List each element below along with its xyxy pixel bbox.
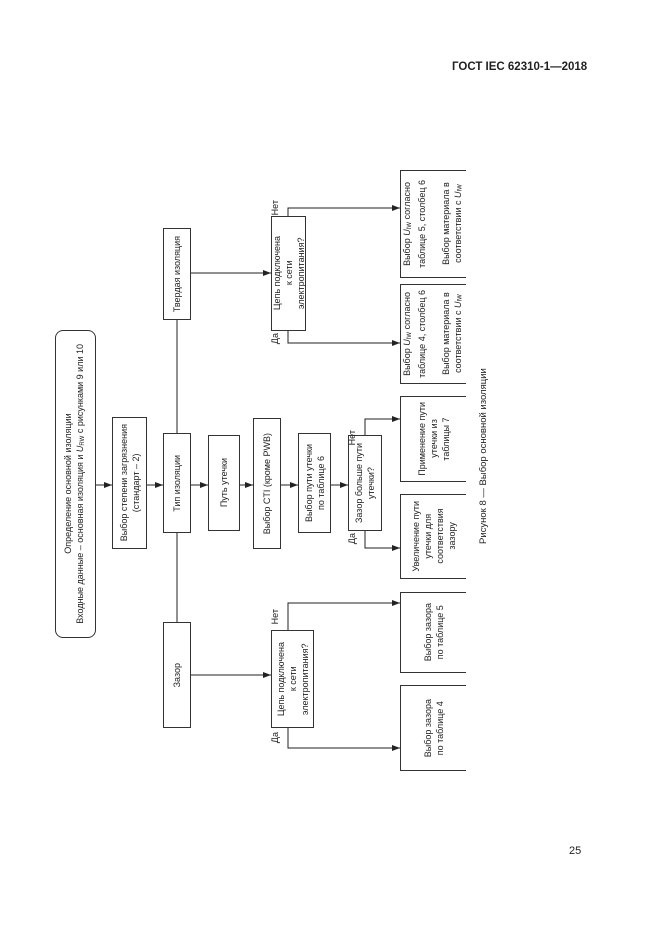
solid-no-text: Выбор UIW согласно таблице 5, столбец 6 … xyxy=(401,180,464,268)
clearance-no-node: Выбор зазора по таблице 5 xyxy=(400,592,466,673)
creepage-text: Путь утечки xyxy=(219,458,229,508)
creepage-node: Путь утечки xyxy=(208,435,240,531)
label-no-solid: Нет xyxy=(270,200,280,216)
solid-mains-text: Цепь подключена к сети электропитания? xyxy=(271,236,306,311)
clearance-no-text: Выбор зазора по таблице 5 xyxy=(422,603,445,662)
label-no-creep: Нет xyxy=(347,430,357,446)
clearance-node: Зазор xyxy=(163,622,191,728)
increase-creepage-node: Увеличение пути утечки для соответствия … xyxy=(400,494,466,579)
apply-table7-node: Применение пути утечки из таблицы 7 xyxy=(400,396,466,482)
document-header: ГОСТ IEC 62310-1—2018 xyxy=(452,61,588,73)
start-node-text: Определение основной изоляции Входные да… xyxy=(63,344,86,624)
solid-mains-decision: Цепь подключена к сети электропитания? xyxy=(271,216,306,331)
cti-node: Выбор CTI (кроме PWB) xyxy=(253,418,281,549)
clearance-greater-decision: Зазор больше пути утечки? xyxy=(348,435,382,531)
start-node: Определение основной изоляции Входные да… xyxy=(55,330,96,638)
clearance-mains-text: Цепь подключена к сети электропитания? xyxy=(275,641,310,717)
label-yes-clearance: Да xyxy=(270,732,280,744)
solid-yes-text: Выбор UIW согласно таблице 4, столбец 6 … xyxy=(401,290,464,378)
pollution-node: Выбор степени загрязнения (стандарт – 2) xyxy=(112,417,147,549)
clearance-greater-text: Зазор больше пути утечки? xyxy=(354,442,376,524)
clearance-yes-node: Выбор зазора по таблице 4 xyxy=(400,685,466,771)
clearance-mains-decision: Цепь подключена к сети электропитания? xyxy=(271,630,314,728)
apply-table7-text: Применение пути утечки из таблицы 7 xyxy=(416,402,451,476)
arrow-solid-no xyxy=(287,205,400,216)
label-yes-solid: Да xyxy=(270,333,280,345)
label-no-clearance: Нет xyxy=(270,609,280,625)
creepage-table6-text: Выбор пути утечки по таблице 6 xyxy=(303,443,326,523)
clearance-yes-text: Выбор зазора по таблице 4 xyxy=(422,698,445,758)
label-yes-creep: Да xyxy=(347,533,357,545)
arrow-solid-yes xyxy=(287,330,400,346)
insulation-type-text: Тип изоляции xyxy=(172,454,182,512)
solid-insulation-text: Твердая изоляция xyxy=(172,235,182,313)
increase-creepage-text: Увеличение пути утечки для соответствия … xyxy=(410,501,457,572)
page-number: 25 xyxy=(569,845,582,857)
arrow-clear-no xyxy=(287,600,400,630)
solid-yes-node: Выбор UIW согласно таблице 4, столбец 6 … xyxy=(400,284,466,384)
creepage-table6-node: Выбор пути утечки по таблице 6 xyxy=(298,433,331,533)
arrow-creep-no xyxy=(364,416,400,435)
solid-no-node: Выбор UIW согласно таблице 5, столбец 6 … xyxy=(400,170,466,278)
arrow-clear-yes xyxy=(287,727,400,751)
cti-text: Выбор CTI (кроме PWB) xyxy=(262,432,272,535)
solid-insulation-node: Твердая изоляция xyxy=(163,228,191,320)
figure-caption: Рисунок 8 — Выбор основной изоляции xyxy=(478,368,489,544)
arrow-creep-yes xyxy=(364,530,400,551)
pollution-node-text: Выбор степени загрязнения (стандарт – 2) xyxy=(118,424,141,542)
clearance-text: Зазор xyxy=(172,662,182,688)
insulation-type-node: Тип изоляции xyxy=(163,433,191,533)
